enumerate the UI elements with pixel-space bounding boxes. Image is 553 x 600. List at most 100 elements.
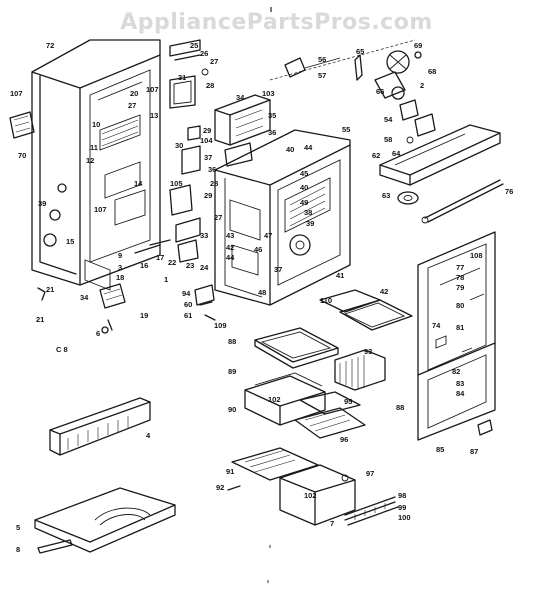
toe-grille	[49, 397, 151, 456]
part-label: 34	[236, 93, 245, 102]
part-label: 69	[414, 41, 422, 50]
part-label: 1	[164, 275, 168, 284]
drain-pan-62	[379, 124, 501, 186]
part-56-57	[284, 57, 306, 78]
cabinet-liner	[31, 39, 161, 291]
part-label: 44	[226, 253, 235, 262]
part-label: 37	[274, 265, 282, 274]
part-label: 91	[226, 467, 234, 476]
part-label: 15	[66, 237, 74, 246]
part-label: 90	[228, 405, 236, 414]
part-label: 30	[175, 141, 183, 150]
part-label: 24	[200, 263, 209, 272]
part-label: 43	[226, 231, 234, 240]
part-label: 49	[300, 198, 308, 207]
part-label: 107	[94, 205, 107, 214]
part-label: 63	[382, 191, 390, 200]
part-label: 62	[372, 151, 380, 160]
part-label: 3	[118, 263, 122, 272]
part-label: 83	[456, 379, 464, 388]
refrigerator-door	[417, 231, 496, 441]
part-label: 27	[210, 57, 218, 66]
part-label: 47	[264, 231, 272, 240]
part-label: 28	[210, 179, 218, 188]
watermark: AppliancePartsPros.com	[120, 10, 433, 35]
part-label: 54	[384, 115, 393, 124]
part-label: 85	[436, 445, 444, 454]
part-label: 21	[36, 315, 44, 324]
part-label: 14	[134, 179, 143, 188]
part-label: 78	[456, 273, 464, 282]
part-label: 29	[203, 126, 211, 135]
freezer-liner	[214, 129, 351, 306]
part-label: 92	[216, 483, 224, 492]
part-label: 89	[228, 367, 236, 376]
part-label: 97	[366, 469, 374, 478]
part-label: 93	[364, 347, 372, 356]
part-label: 81	[456, 323, 464, 332]
part-label: 110	[320, 296, 332, 305]
part-label: 16	[140, 261, 148, 270]
base-pan	[34, 487, 176, 553]
part-label: 77	[456, 263, 464, 272]
part-label: 68	[428, 67, 436, 76]
part-label: 74	[432, 321, 441, 330]
part-label: 76	[505, 187, 513, 196]
part-label: 58	[384, 135, 392, 144]
part-label: 103	[262, 89, 275, 98]
part-label: 44	[304, 143, 313, 152]
part-label: 8	[16, 545, 20, 554]
part-label: 42	[226, 243, 234, 252]
part-label: 10	[92, 120, 100, 129]
part-label: 107	[10, 89, 23, 98]
part-label: 40	[286, 145, 294, 154]
part-label: 26	[200, 49, 208, 58]
part-label: 100	[398, 513, 411, 522]
part-label: 25	[190, 41, 198, 50]
part-label: 41	[336, 271, 344, 280]
part-label: 4	[146, 431, 151, 440]
part-label: 20	[130, 89, 138, 98]
top-mark: I	[270, 5, 272, 14]
part-label: 64	[392, 149, 401, 158]
part-label: 108	[470, 251, 483, 260]
part-label: 70	[18, 151, 26, 160]
part-label: 60	[184, 300, 192, 309]
part-label: 2	[420, 81, 424, 90]
part-label: 5	[16, 523, 20, 532]
part-label: 27	[214, 213, 222, 222]
part-label: 94	[182, 289, 191, 298]
part-label: 36	[208, 165, 216, 174]
part-label: 27	[128, 101, 136, 110]
part-label: 45	[300, 169, 308, 178]
part-label: 9	[118, 251, 122, 260]
part-label: 12	[86, 156, 94, 165]
part-label: 23	[186, 261, 194, 270]
part-label: 18	[116, 273, 124, 282]
part-label: 36	[268, 128, 276, 137]
part-label: 57	[318, 71, 326, 80]
part-label: 33	[200, 231, 208, 240]
part-label: 37	[204, 153, 212, 162]
part-label: 102	[304, 491, 317, 500]
part-label: 66	[376, 87, 384, 96]
part-label: 39	[38, 199, 46, 208]
part-label: 80	[456, 301, 464, 310]
control-housing	[214, 94, 271, 167]
part-label: 17	[156, 253, 164, 262]
part-label: 102	[268, 395, 281, 404]
part-label: 42	[380, 287, 388, 296]
part-label: 11	[90, 143, 98, 152]
part-label: 84	[456, 389, 465, 398]
part-label: 65	[356, 47, 364, 56]
part-label: 96	[340, 435, 348, 444]
part-label: 31	[178, 73, 186, 82]
part-label: 109	[214, 321, 227, 330]
part-label: 34	[80, 293, 89, 302]
part-label: 40	[300, 183, 308, 192]
part-label: 99	[398, 503, 406, 512]
part-label: 107	[146, 85, 159, 94]
part-label: 7	[330, 519, 334, 528]
part-label: 19	[140, 311, 148, 320]
